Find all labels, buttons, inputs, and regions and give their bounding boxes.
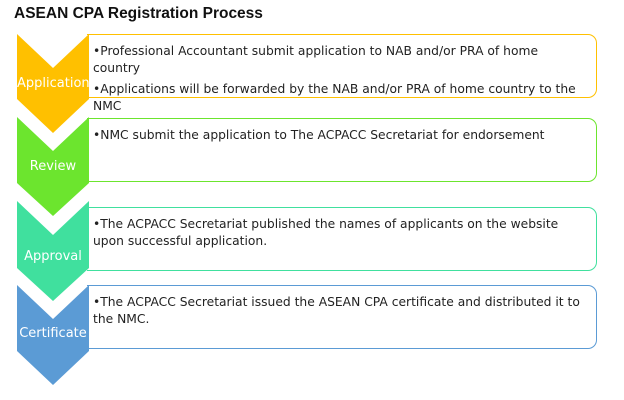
step-bullet: •NMC submit the application to The ACPAC…: [93, 128, 545, 142]
step-bullet: •Applications will be forwarded by the N…: [93, 82, 576, 113]
step-bullet: •The ACPACC Secretariat issued the ASEAN…: [93, 295, 580, 326]
step-label: Review: [29, 159, 77, 174]
step-certificate-chevron: Certificate: [17, 285, 89, 385]
step-review-chevron: Review: [17, 117, 89, 217]
step-label: Approval: [24, 249, 82, 264]
diagram-title: ASEAN CPA Registration Process: [14, 5, 263, 22]
step-bullet: •Professional Accountant submit applicat…: [93, 44, 539, 75]
step-certificate-box: •The ACPACC Secretariat issued the ASEAN…: [87, 285, 597, 349]
step-application-chevron: Application: [17, 34, 90, 134]
step-approval-box: •The ACPACC Secretariat published the na…: [87, 207, 597, 271]
step-label: Certificate: [19, 326, 87, 341]
step-application-box: •Professional Accountant submit applicat…: [87, 34, 597, 113]
step-review-box: •NMC submit the application to The ACPAC…: [87, 118, 597, 182]
step-approval-chevron: Approval: [17, 201, 89, 301]
step-label: Application: [17, 76, 90, 91]
step-bullet: •The ACPACC Secretariat published the na…: [93, 217, 559, 248]
